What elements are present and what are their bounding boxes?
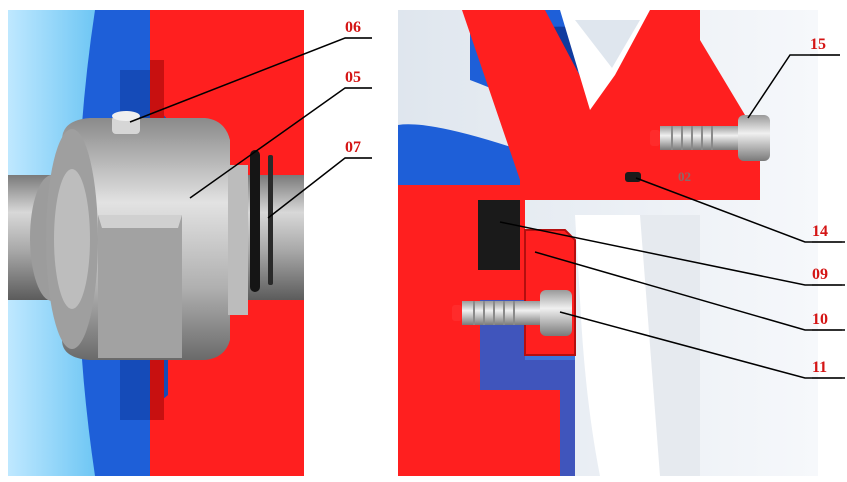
bolt-upper-tip (650, 130, 660, 146)
callout-labels: 06 05 07 15 02 14 09 10 11 (345, 19, 828, 376)
right-panel (398, 10, 818, 476)
red-upper-housing (462, 10, 760, 200)
bolt-lower-head (540, 290, 572, 336)
callout-15: 15 (810, 36, 826, 53)
seal-ring-small (625, 172, 641, 182)
callout-05: 05 (345, 69, 361, 86)
left-panel (8, 10, 304, 476)
shaft-step (228, 165, 248, 315)
callout-11: 11 (812, 359, 827, 376)
red-bottom (475, 390, 560, 476)
callout-14: 14 (812, 223, 828, 240)
packing (478, 200, 520, 270)
o-ring (250, 150, 260, 292)
bolt-upper-threads (671, 126, 713, 150)
bolt-upper-shank (660, 126, 740, 150)
o-ring-groove (268, 155, 273, 285)
blue-lower (398, 124, 530, 200)
callout-09: 09 (812, 266, 828, 283)
nut-front-bore (54, 169, 90, 309)
callout-06: 06 (345, 19, 361, 36)
bolt-upper-head (738, 115, 770, 161)
nut-hex-flat (98, 215, 182, 358)
nut-hex-highlight (98, 215, 182, 228)
housing-window-shade (575, 20, 640, 68)
callout-02: 02 (678, 169, 691, 184)
bolt-lower-tip (452, 305, 462, 321)
pin-top (112, 111, 140, 121)
callout-07: 07 (345, 139, 361, 156)
callout-10: 10 (812, 311, 828, 328)
label-underlines (345, 37, 842, 379)
white-insert-shade (640, 215, 700, 476)
bolt-lower-threads (473, 301, 515, 325)
